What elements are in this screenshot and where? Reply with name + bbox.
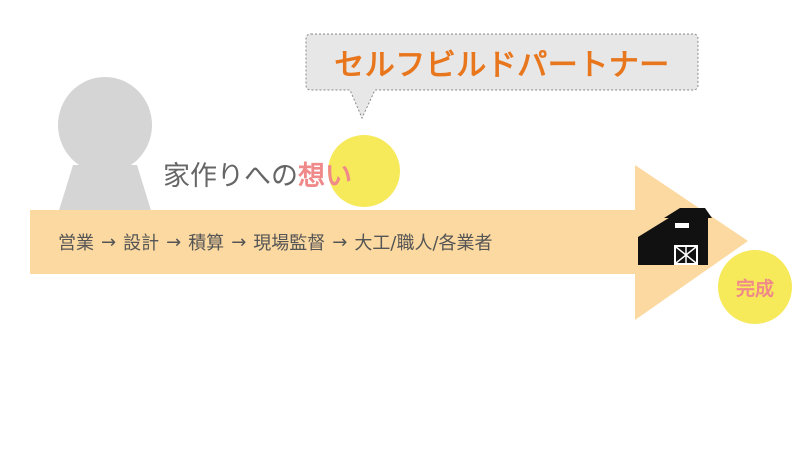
completion-label: 完成 xyxy=(735,277,774,300)
barn-house-icon xyxy=(638,208,712,265)
thought-prefix: 家作りへの xyxy=(163,160,298,192)
process-step: 大工/職人/各業者 xyxy=(354,233,493,254)
process-separator: → xyxy=(101,231,117,253)
process-separator: → xyxy=(231,231,247,253)
process-step: 設計 xyxy=(123,233,160,254)
process-steps: 営業 → 設計 → 積算 → 現場監督 → 大工/職人/各業者 xyxy=(58,226,493,258)
process-step: 積算 xyxy=(188,233,225,254)
callout-label: セルフビルドパートナー xyxy=(334,48,670,83)
process-arrow xyxy=(30,165,748,320)
completion-highlight xyxy=(718,250,792,324)
thought-emphasis: 想い xyxy=(298,160,352,192)
process-separator: → xyxy=(332,231,348,253)
process-step: 営業 xyxy=(58,233,94,254)
process-step: 現場監督 xyxy=(253,233,326,254)
speech-callout xyxy=(305,33,699,120)
process-separator: → xyxy=(166,231,182,253)
thought-text: 家作りへの想い xyxy=(163,150,352,196)
emphasis-highlight xyxy=(328,135,400,207)
